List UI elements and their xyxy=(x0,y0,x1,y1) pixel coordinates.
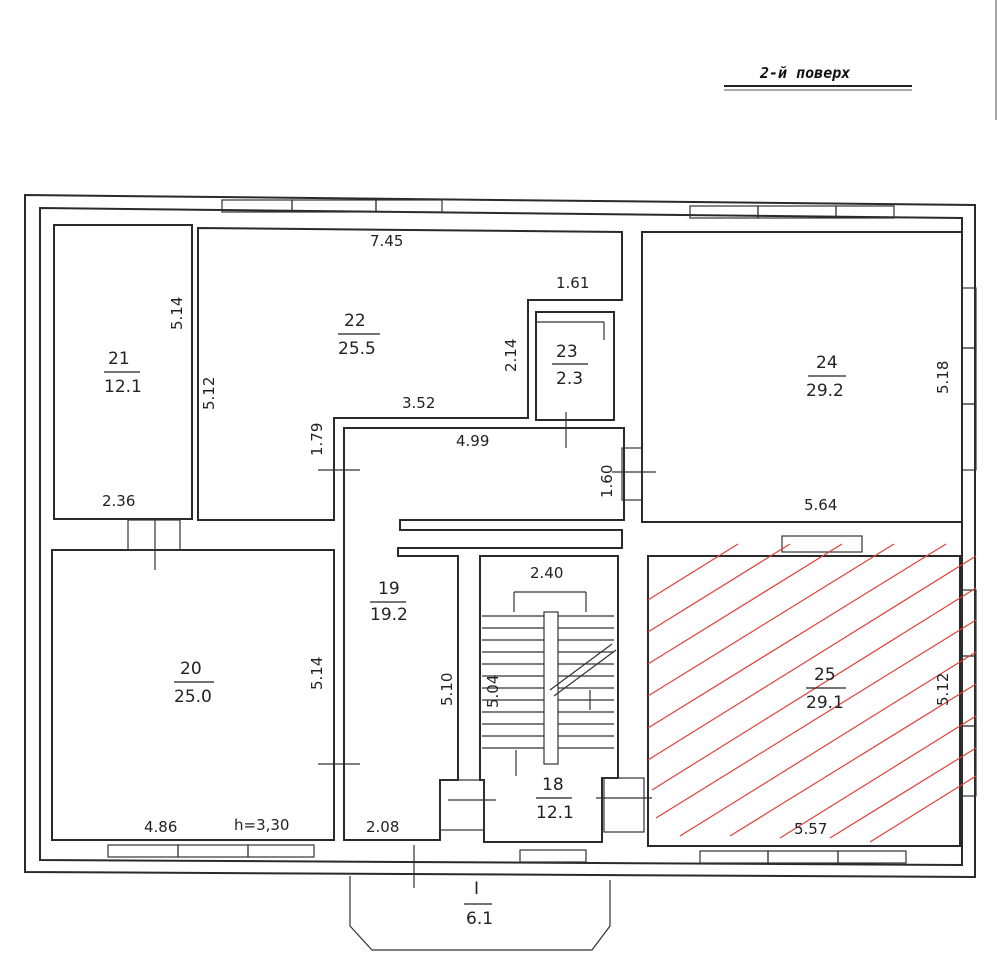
room-23-label: 23 2.3 xyxy=(552,342,588,389)
dimension-label: h=3,30 xyxy=(234,816,289,834)
room-number: 18 xyxy=(542,775,564,795)
windows-right xyxy=(961,287,977,797)
dimension-label: 2.36 xyxy=(102,492,135,510)
room-area: 29.1 xyxy=(806,693,844,713)
room-area: 2.3 xyxy=(556,369,583,389)
dimension-label: 5.10 xyxy=(438,673,456,706)
room-25-outline xyxy=(647,555,961,847)
room-21-outline xyxy=(53,224,193,520)
room-25-label: 25 29.1 xyxy=(806,665,846,713)
room-number: 19 xyxy=(378,579,400,599)
dimension-label: 5.12 xyxy=(200,377,218,410)
dimension-label: 5.14 xyxy=(308,657,326,690)
dimension-label: 7.45 xyxy=(370,232,403,250)
room-number: 22 xyxy=(344,311,366,331)
room-24-label: 24 29.2 xyxy=(806,353,846,401)
room-number: 20 xyxy=(180,659,202,679)
room-area: 12.1 xyxy=(536,803,574,823)
room-21-label: 21 12.1 xyxy=(104,349,142,397)
floor-title: 2-й поверх xyxy=(759,64,850,82)
room-25-hatching xyxy=(647,543,977,843)
room-number: 25 xyxy=(814,665,836,685)
dimension-label: 1.60 xyxy=(598,465,616,498)
room-22-label: 22 25.5 xyxy=(338,311,380,359)
room-24-outline xyxy=(641,231,963,523)
dimension-label: 4.86 xyxy=(144,818,177,836)
room-area: 12.1 xyxy=(104,377,142,397)
entrance-porch xyxy=(349,876,611,951)
door-marks xyxy=(127,412,656,888)
windows-top xyxy=(221,199,895,219)
stair-steps xyxy=(482,591,617,776)
room-area: 29.2 xyxy=(806,381,844,401)
room-19-outline xyxy=(343,427,625,841)
dimension-label: 5.57 xyxy=(794,820,827,838)
dimension-label: 4.99 xyxy=(456,432,489,450)
room-18-label: 18 12.1 xyxy=(536,775,574,823)
dimension-label: 2.14 xyxy=(502,339,520,372)
room-number: I xyxy=(474,879,479,899)
dimension-label: 5.14 xyxy=(168,297,186,330)
dimension-label: 2.40 xyxy=(530,564,563,582)
dimension-label: 5.12 xyxy=(934,673,952,706)
dimension-label: 2.08 xyxy=(366,818,399,836)
room-20-outline xyxy=(51,549,335,841)
room-number: 21 xyxy=(108,349,130,369)
room-20-label: 20 25.0 xyxy=(174,659,214,707)
outer-walls xyxy=(24,193,976,879)
room-19-label: 19 19.2 xyxy=(370,579,408,625)
room-I-label: I 6.1 xyxy=(464,879,493,929)
dimension-label: 1.61 xyxy=(556,274,589,292)
room-23-outline xyxy=(535,311,615,421)
dimension-label: 5.18 xyxy=(934,361,952,394)
room-number: 23 xyxy=(556,342,578,362)
room-number: 24 xyxy=(816,353,838,373)
dimension-label: 3.52 xyxy=(402,394,435,412)
dimension-label: 5.64 xyxy=(804,496,837,514)
room-22-outline xyxy=(197,226,623,521)
dimension-label: 1.79 xyxy=(308,423,326,456)
windows-bottom xyxy=(107,844,907,864)
room-area: 19.2 xyxy=(370,605,408,625)
room-area: 6.1 xyxy=(466,909,493,929)
room-area: 25.5 xyxy=(338,339,376,359)
dimension-label: 5.04 xyxy=(484,675,502,708)
room-area: 25.0 xyxy=(174,687,212,707)
